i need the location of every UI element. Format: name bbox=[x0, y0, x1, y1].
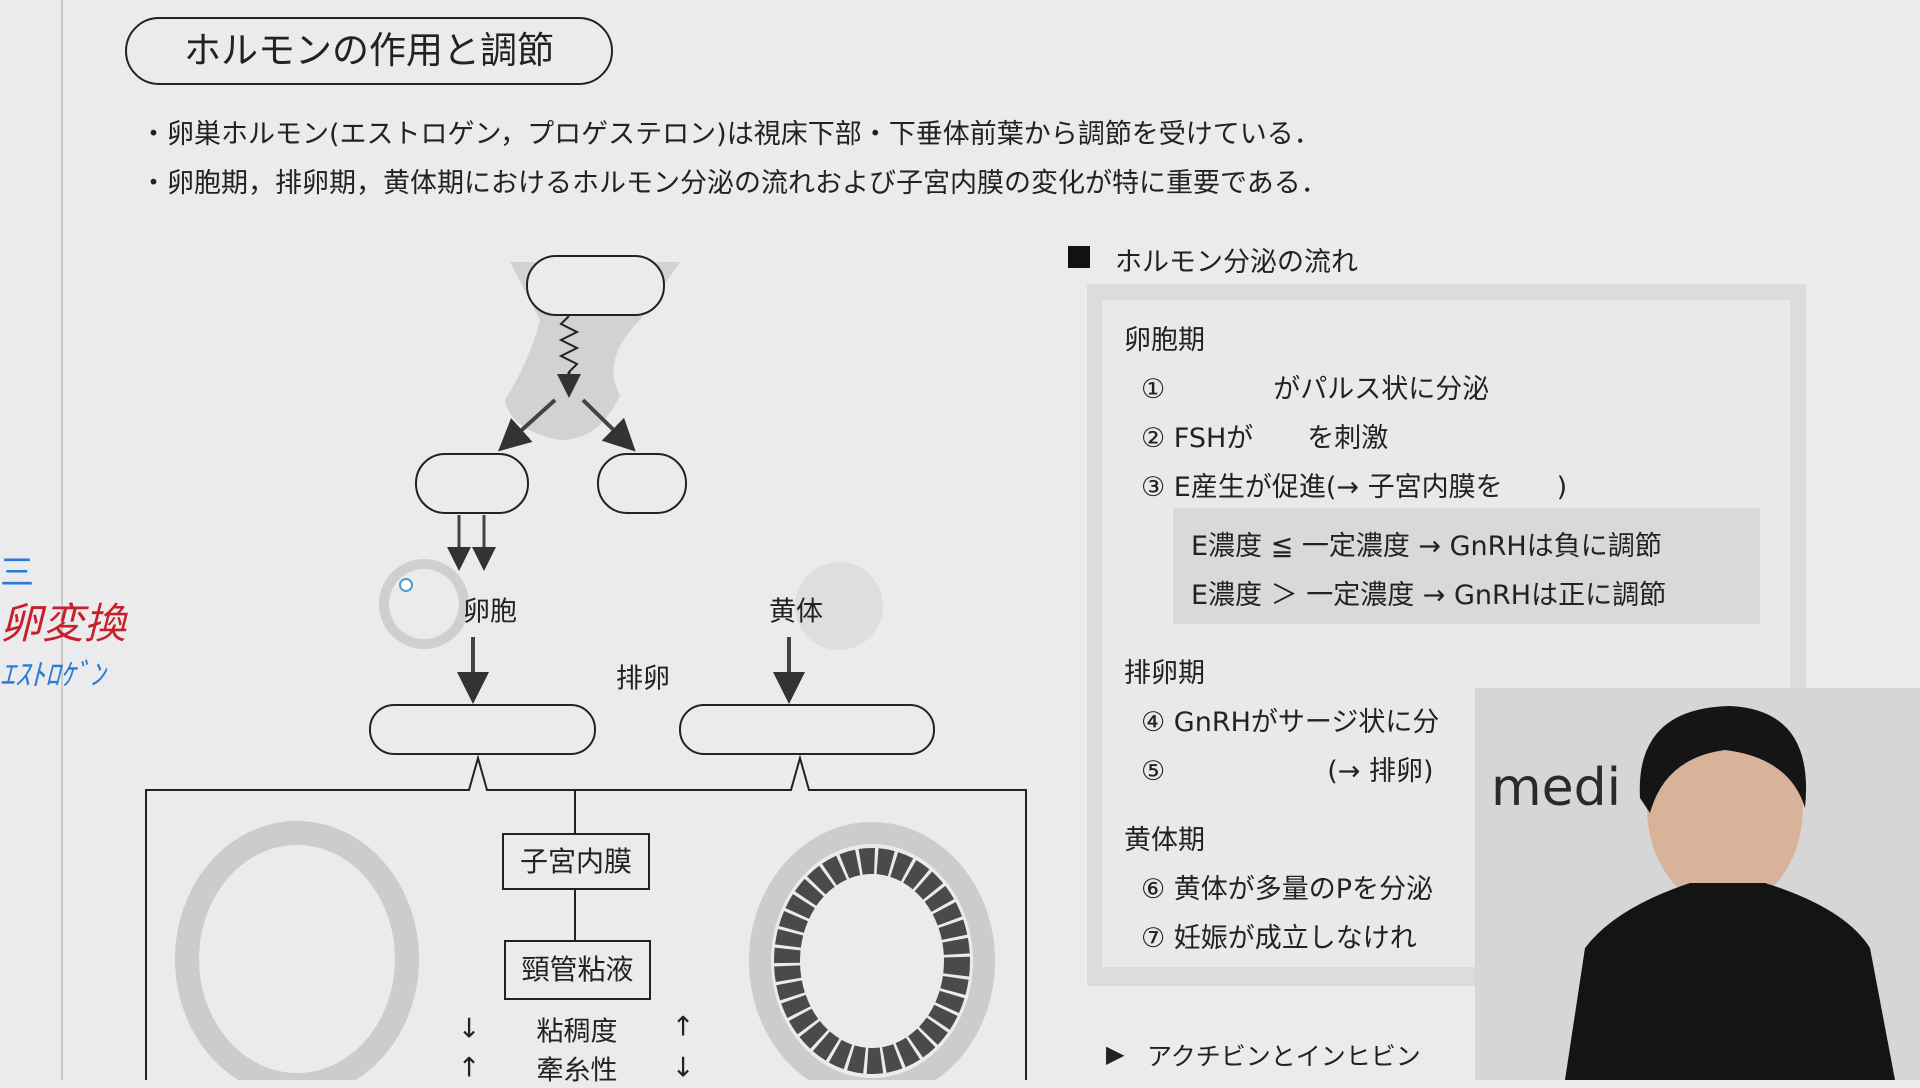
handwritten-note-3: ｴｽﾄﾛｹﾞﾝ bbox=[0, 658, 105, 693]
thin-endometrium-ring bbox=[175, 821, 419, 1080]
triangle-bullet-icon: ▶ bbox=[1106, 1040, 1125, 1068]
endometrium-box: 子宮内膜 bbox=[502, 833, 650, 890]
webcam-overlay: medi bbox=[1475, 688, 1920, 1080]
spinnbarkeit-label: 牽糸性 bbox=[536, 1055, 618, 1087]
spinnbarkeit-down-arrow: ↓ bbox=[671, 1052, 695, 1084]
hypothalamus-blank-box bbox=[526, 255, 665, 316]
fsh-blank-box bbox=[415, 453, 529, 514]
cervical-mucus-box: 頸管粘液 bbox=[504, 940, 651, 1000]
presenter-figure bbox=[1565, 706, 1895, 1080]
feedback-note-1: E濃度 ≦ 一定濃度 → GnRHは負に調節 bbox=[1191, 531, 1662, 562]
flow-item-5: ⑤ (→ 排卵) bbox=[1141, 756, 1434, 787]
flow-item-3: ③ E産生が促進(→ 子宮内膜を ) bbox=[1141, 472, 1568, 503]
spinnbarkeit-up-arrow: ↑ bbox=[457, 1052, 481, 1084]
viscosity-down-arrow: ↓ bbox=[457, 1013, 481, 1045]
viscosity-up-arrow: ↑ bbox=[671, 1011, 695, 1043]
feedback-note-box bbox=[1173, 508, 1760, 624]
lh-blank-box bbox=[597, 453, 687, 514]
follicle-icon bbox=[379, 559, 469, 649]
luteal-phase-label: 黄体期 bbox=[1124, 825, 1205, 856]
feedback-note-2: E濃度 ＞ 一定濃度 → GnRHは正に調節 bbox=[1191, 580, 1667, 611]
next-section-heading: アクチビンとインヒビン bbox=[1147, 1042, 1421, 1071]
flow-item-1: ① がパルス状に分泌 bbox=[1141, 374, 1490, 405]
viscosity-label: 粘稠度 bbox=[536, 1016, 618, 1048]
follicular-phase-label: 卵胞期 bbox=[1124, 325, 1205, 356]
bullet-2: ・卵胞期，排卵期，黄体期におけるホルモン分泌の流れおよび子宮内膜の変化が特に重要… bbox=[140, 168, 1328, 199]
webcam-logo-text: medi bbox=[1491, 758, 1622, 818]
bullet-1: ・卵巣ホルモン(エストロゲン，プロゲステロン)は視床下部・下垂体前葉から調節を受… bbox=[140, 119, 1321, 150]
corpus-luteum-icon bbox=[795, 562, 883, 650]
page-title: ホルモンの作用と調節 bbox=[125, 17, 613, 85]
flow-item-2: ② FSHが を刺激 bbox=[1141, 423, 1389, 454]
corpus-luteum-label: 黄体 bbox=[769, 596, 823, 628]
flow-item-6: ⑥ 黄体が多量のPを分泌 bbox=[1141, 874, 1434, 905]
flow-item-4: ④ GnRHがサージ状に分 bbox=[1141, 707, 1440, 738]
handwritten-note-1: 三 bbox=[0, 553, 34, 593]
ovulatory-phase-label: 排卵期 bbox=[1124, 658, 1205, 689]
progesterone-blank-box bbox=[679, 704, 935, 755]
flow-item-7: ⑦ 妊娠が成立しなけれ bbox=[1141, 923, 1417, 954]
square-bullet-icon bbox=[1068, 246, 1090, 268]
flow-header: ホルモン分泌の流れ bbox=[1115, 247, 1358, 278]
ovulation-label: 排卵 bbox=[616, 663, 670, 695]
hormone-diagram bbox=[145, 255, 1027, 1080]
thick-endometrium-ring bbox=[774, 848, 970, 1074]
follicle-label: 卵胞 bbox=[463, 596, 517, 628]
estrogen-blank-box bbox=[369, 704, 596, 755]
handwritten-note-2: 卵変換 bbox=[0, 599, 127, 648]
margin-line bbox=[61, 0, 63, 1080]
